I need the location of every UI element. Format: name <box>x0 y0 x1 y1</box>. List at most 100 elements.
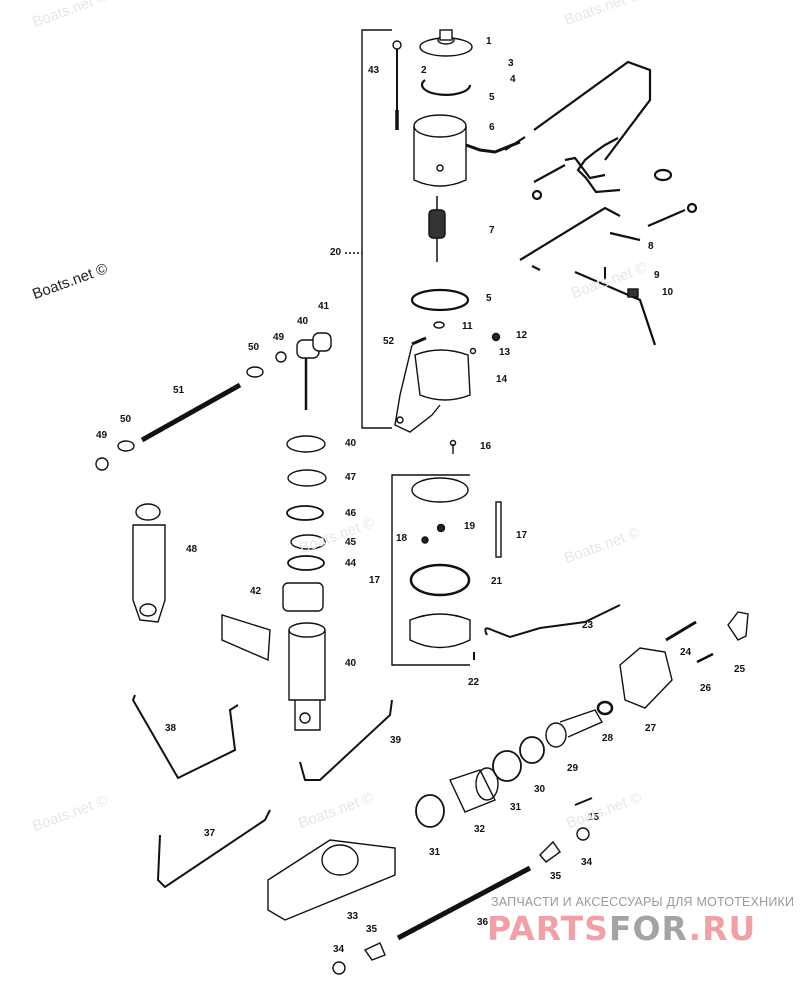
part-17-valve <box>495 501 502 558</box>
part-28-oring <box>596 700 614 716</box>
callout-20: 20 <box>330 247 342 258</box>
callout-13: 13 <box>499 347 511 358</box>
part-6-motor-housing <box>413 114 521 187</box>
callout-45: 45 <box>345 537 357 548</box>
callout-14: 14 <box>496 374 508 385</box>
part-16-pin-head <box>449 439 457 447</box>
callout-50: 50 <box>248 342 260 353</box>
part-12-plug <box>491 332 501 342</box>
bracket-17 <box>391 474 470 666</box>
callout-1: 1 <box>486 36 492 47</box>
part-31-oring-a <box>492 750 522 782</box>
part-21-oring <box>409 563 471 597</box>
callout-31-a: 31 <box>510 802 522 813</box>
part-50-washer-lower <box>117 440 135 452</box>
part-30-seal <box>519 736 545 764</box>
callout-16: 16 <box>480 441 492 452</box>
callout-3: 3 <box>508 58 514 69</box>
callout-18: 18 <box>396 533 408 544</box>
callout-40-cap: 40 <box>345 438 357 449</box>
callout-12: 12 <box>516 330 528 341</box>
part-35-fitting-b <box>363 942 386 961</box>
callout-35-b: 35 <box>366 924 378 935</box>
callout-49-lower: 49 <box>96 430 108 441</box>
part-23-tube <box>484 604 621 639</box>
callout-31-b: 31 <box>429 847 441 858</box>
part-13-oring <box>469 347 477 355</box>
callout-29: 29 <box>567 763 579 774</box>
part-39-tube <box>299 699 393 781</box>
callout-46: 46 <box>345 508 357 519</box>
callout-22: 22 <box>468 677 480 688</box>
callout-28: 28 <box>602 733 614 744</box>
part-41-bushing <box>312 332 332 352</box>
callout-6: 6 <box>489 122 495 133</box>
part-25-clip <box>727 611 749 641</box>
callout-34-a: 34 <box>581 857 593 868</box>
part-38-tube <box>131 694 239 780</box>
callout-32: 32 <box>474 824 486 835</box>
callout-17-valve: 17 <box>516 530 528 541</box>
part-44-oring <box>287 555 325 571</box>
callout-43: 43 <box>368 65 380 76</box>
part-50-washer <box>246 366 264 378</box>
part-43-bolt <box>392 40 402 130</box>
callout-25: 25 <box>734 664 746 675</box>
callout-40-top: 40 <box>297 316 309 327</box>
callout-35-a: 35 <box>550 871 562 882</box>
promo-logo: PARTSFOR.RU <box>487 912 756 946</box>
part-49-nut-lower <box>95 457 109 471</box>
callout-50-lower: 50 <box>120 414 132 425</box>
callout-42: 42 <box>250 586 262 597</box>
callout-52: 52 <box>383 336 395 347</box>
part-51-pivot-rod <box>140 382 242 443</box>
part-36-shaft <box>396 865 532 941</box>
callout-51: 51 <box>173 385 185 396</box>
part-40-cylinder <box>288 622 326 731</box>
part-26-screw <box>696 652 714 664</box>
part-8-wire-harness <box>504 60 698 346</box>
callout-4: 4 <box>510 74 516 85</box>
callout-17-group: 17 <box>369 575 381 586</box>
part-15-valve <box>574 797 593 806</box>
part-42-bracket <box>221 614 271 662</box>
part-37-tube <box>156 809 271 889</box>
bracket-20 <box>361 29 392 429</box>
callout-2: 2 <box>421 65 427 76</box>
callout-36: 36 <box>477 917 489 928</box>
part-29-rod <box>545 709 603 748</box>
callout-9: 9 <box>654 270 660 281</box>
part-10-clip <box>627 288 639 298</box>
promo-logo-parts: PARTS <box>487 909 609 948</box>
promo-tagline: ЗАПЧАСТИ И АКСЕССУАРЫ ДЛЯ МОТОТЕХНИКИ <box>491 895 795 909</box>
callout-40-cyl: 40 <box>345 658 357 669</box>
callout-15: 15 <box>588 812 600 823</box>
part-48-cylinder <box>132 503 166 623</box>
callout-41: 41 <box>318 301 330 312</box>
part-45-piston <box>290 534 326 550</box>
callout-34-b: 34 <box>333 944 345 955</box>
callout-30: 30 <box>534 784 546 795</box>
part-40-cap <box>286 435 326 453</box>
callout-21: 21 <box>491 576 503 587</box>
part-34-nut-a <box>576 827 590 841</box>
part-49-nut <box>275 351 287 363</box>
callout-44: 44 <box>345 558 357 569</box>
callout-11: 11 <box>462 321 473 332</box>
callout-24: 24 <box>680 647 692 658</box>
part-32-sleeve <box>449 767 499 813</box>
callout-33: 33 <box>347 911 359 922</box>
part-46-oring <box>286 505 324 521</box>
part-18-ball <box>421 536 429 544</box>
part-34-nut-b <box>332 961 346 975</box>
part-19-ball <box>436 523 446 533</box>
part-5-ring-lower <box>410 288 470 312</box>
callout-47: 47 <box>345 472 357 483</box>
part-33-housing <box>267 839 396 921</box>
part-11-washer <box>433 321 445 329</box>
promo-logo-for: FOR <box>608 909 689 948</box>
part-1-cap <box>419 29 473 57</box>
part-pump-base <box>409 613 471 649</box>
part-7-armature <box>428 196 446 262</box>
part-31-oring-b <box>415 794 445 828</box>
